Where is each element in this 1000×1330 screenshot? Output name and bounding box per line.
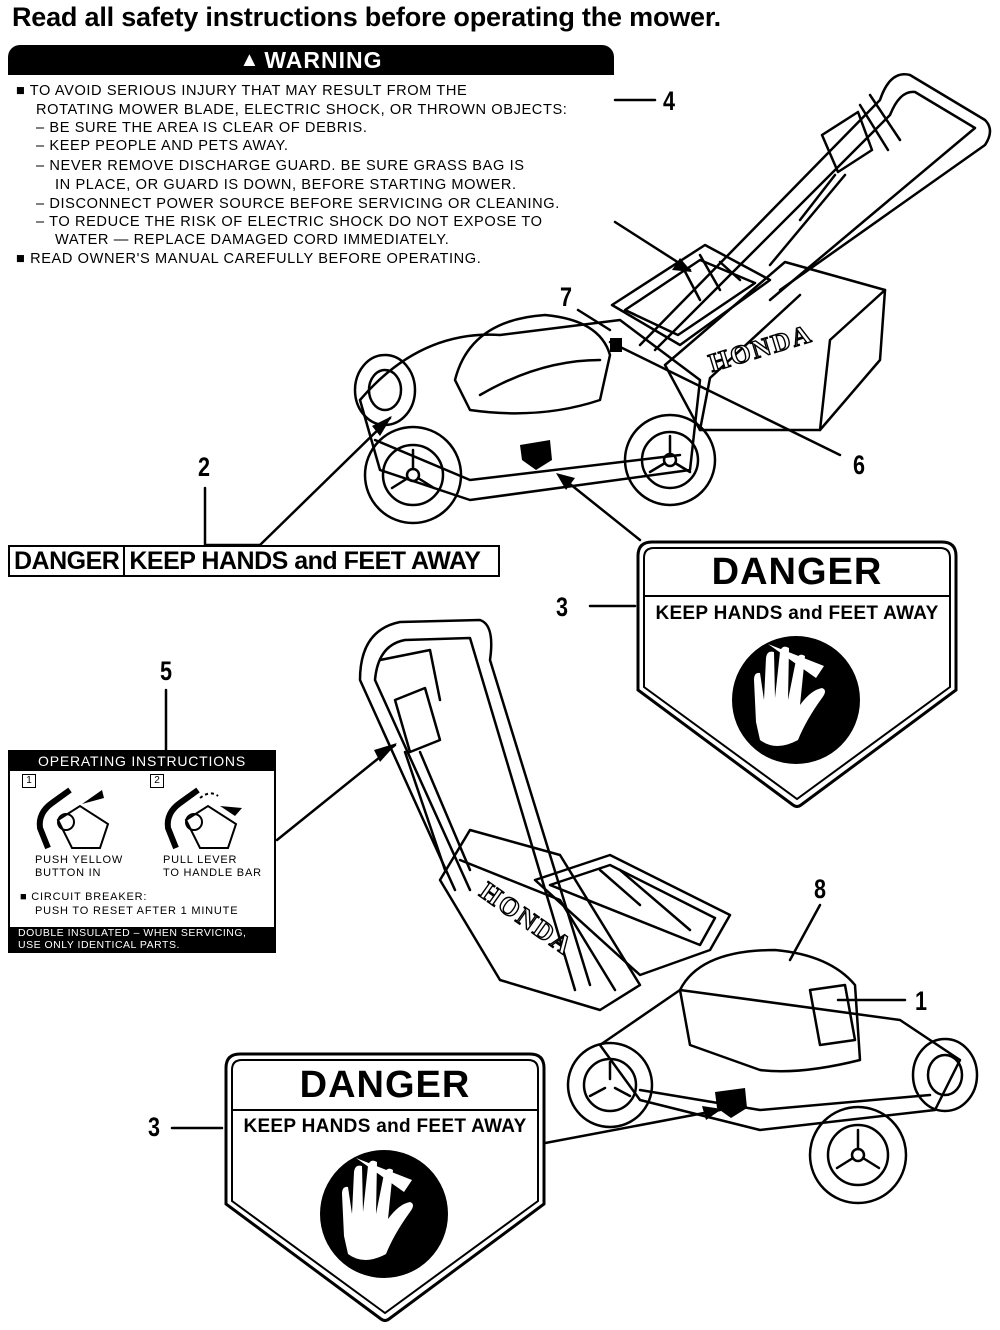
top-mower-rear-guard: [610, 243, 772, 347]
step-1-text-line1: PUSH YELLOW: [35, 854, 124, 866]
warning-heading: ▲ WARNING: [8, 45, 614, 75]
warning-heading-text: WARNING: [264, 46, 383, 73]
callout-3: 3: [556, 592, 569, 622]
danger-strip-text: KEEP HANDS and FEET AWAY: [129, 546, 481, 575]
step-2-number: 2: [150, 774, 164, 788]
danger-sign-subtitle: KEEP HANDS and FEET AWAY: [655, 603, 939, 624]
circuit-breaker-line2: PUSH TO RESET AFTER 1 MINUTE: [35, 905, 239, 917]
danger-strip-decal: DANGER KEEP HANDS and FEET AWAY: [8, 545, 500, 577]
bottom-mower-rear-wheel: [566, 1041, 654, 1129]
warning-line: IN PLACE, OR GUARD IS DOWN, BEFORE START…: [55, 177, 517, 193]
bottom-mower-rear-guard: [533, 853, 732, 977]
callout-2: 2: [198, 452, 211, 482]
step-2-text-line1: PULL LEVER: [163, 854, 238, 866]
operating-instructions-heading: OPERATING INSTRUCTIONS: [10, 752, 274, 771]
warning-line: – DISCONNECT POWER SOURCE BEFORE SERVICI…: [36, 196, 560, 212]
leader-line-3b: [170, 1108, 722, 1146]
top-mower-switch-box: [820, 110, 874, 174]
footer-line1: DOUBLE INSULATED – WHEN SERVICING,: [18, 927, 247, 939]
top-mower-front-wheel: [363, 425, 463, 525]
callout-6: 6: [853, 450, 866, 480]
warning-line: – NEVER REMOVE DISCHARGE GUARD. BE SURE …: [36, 158, 525, 174]
operating-instructions-label: OPERATING INSTRUCTIONS 1 2 PUSH YELLOW B…: [8, 750, 276, 953]
bottom-mower-deck: [598, 988, 962, 1132]
hand-hazard-icon: [732, 636, 860, 764]
hand-hazard-icon: [320, 1150, 448, 1278]
danger-strip-label: DANGER: [10, 547, 126, 575]
bottom-mower-grass-bag: [438, 828, 642, 1012]
callout-3: 3: [148, 1112, 161, 1142]
warning-line: ■ TO AVOID SERIOUS INJURY THAT MAY RESUL…: [16, 83, 468, 99]
top-mower-decal: [520, 440, 552, 470]
leader-line-6: [608, 340, 842, 457]
operating-instructions-footer: DOUBLE INSULATED – WHEN SERVICING, USE O…: [10, 927, 274, 951]
bottom-mower-motor-cover: [678, 948, 862, 1073]
warning-line: ■ READ OWNER'S MANUAL CAREFULLY BEFORE O…: [16, 251, 482, 267]
top-mower-brand: HONDA: [705, 319, 816, 378]
bottom-mower-switch-box: [393, 686, 442, 754]
top-mower-motor-cover: [453, 313, 612, 415]
callout-7: 7: [560, 282, 573, 312]
leader-line-3a: [558, 474, 642, 608]
leader-line-8: [788, 903, 822, 962]
leader-line-2: [203, 416, 392, 547]
warning-line: WATER — REPLACE DAMAGED CORD IMMEDIATELY…: [55, 232, 450, 248]
step-1-text-line2: BUTTON IN: [35, 867, 102, 879]
page-title: Read all safety instructions before oper…: [12, 2, 721, 32]
circuit-breaker-line1: ■ CIRCUIT BREAKER:: [20, 891, 148, 903]
danger-sign-title: DANGER: [711, 551, 883, 593]
warning-line: – KEEP PEOPLE AND PETS AWAY.: [36, 138, 289, 154]
operating-steps-illustration: [36, 787, 242, 850]
step-2-text-line2: TO HANDLE BAR: [163, 867, 262, 879]
warning-line: ROTATING MOWER BLADE, ELECTRIC SHOCK, OR…: [36, 102, 568, 118]
warning-line: – BE SURE THE AREA IS CLEAR OF DEBRIS.: [36, 120, 368, 136]
leader-line-7: [576, 308, 612, 332]
leader-line-5: [164, 688, 397, 842]
bottom-mower-decal: [715, 1088, 747, 1118]
top-mower-deck: [358, 318, 702, 502]
warning-triangle-icon: ▲: [239, 48, 261, 71]
bottom-mower-front-wheel: [808, 1105, 908, 1205]
top-mower-rear-wheel: [623, 413, 717, 507]
callout-4: 4: [663, 86, 676, 116]
step-1-number: 1: [22, 774, 36, 788]
callout-5: 5: [160, 656, 173, 686]
footer-line2: USE ONLY IDENTICAL PARTS.: [18, 939, 180, 951]
callout-8: 8: [814, 874, 827, 904]
danger-sign-title: DANGER: [299, 1064, 471, 1106]
bottom-mower-handle: [358, 618, 592, 987]
top-mower-handle: [638, 73, 992, 347]
warning-line: – TO REDUCE THE RISK OF ELECTRIC SHOCK D…: [36, 214, 543, 230]
danger-sign-subtitle: KEEP HANDS and FEET AWAY: [243, 1116, 527, 1137]
danger-sign-upper: [636, 540, 958, 808]
danger-sign-lower: [224, 1052, 546, 1322]
callout-1: 1: [915, 986, 928, 1016]
